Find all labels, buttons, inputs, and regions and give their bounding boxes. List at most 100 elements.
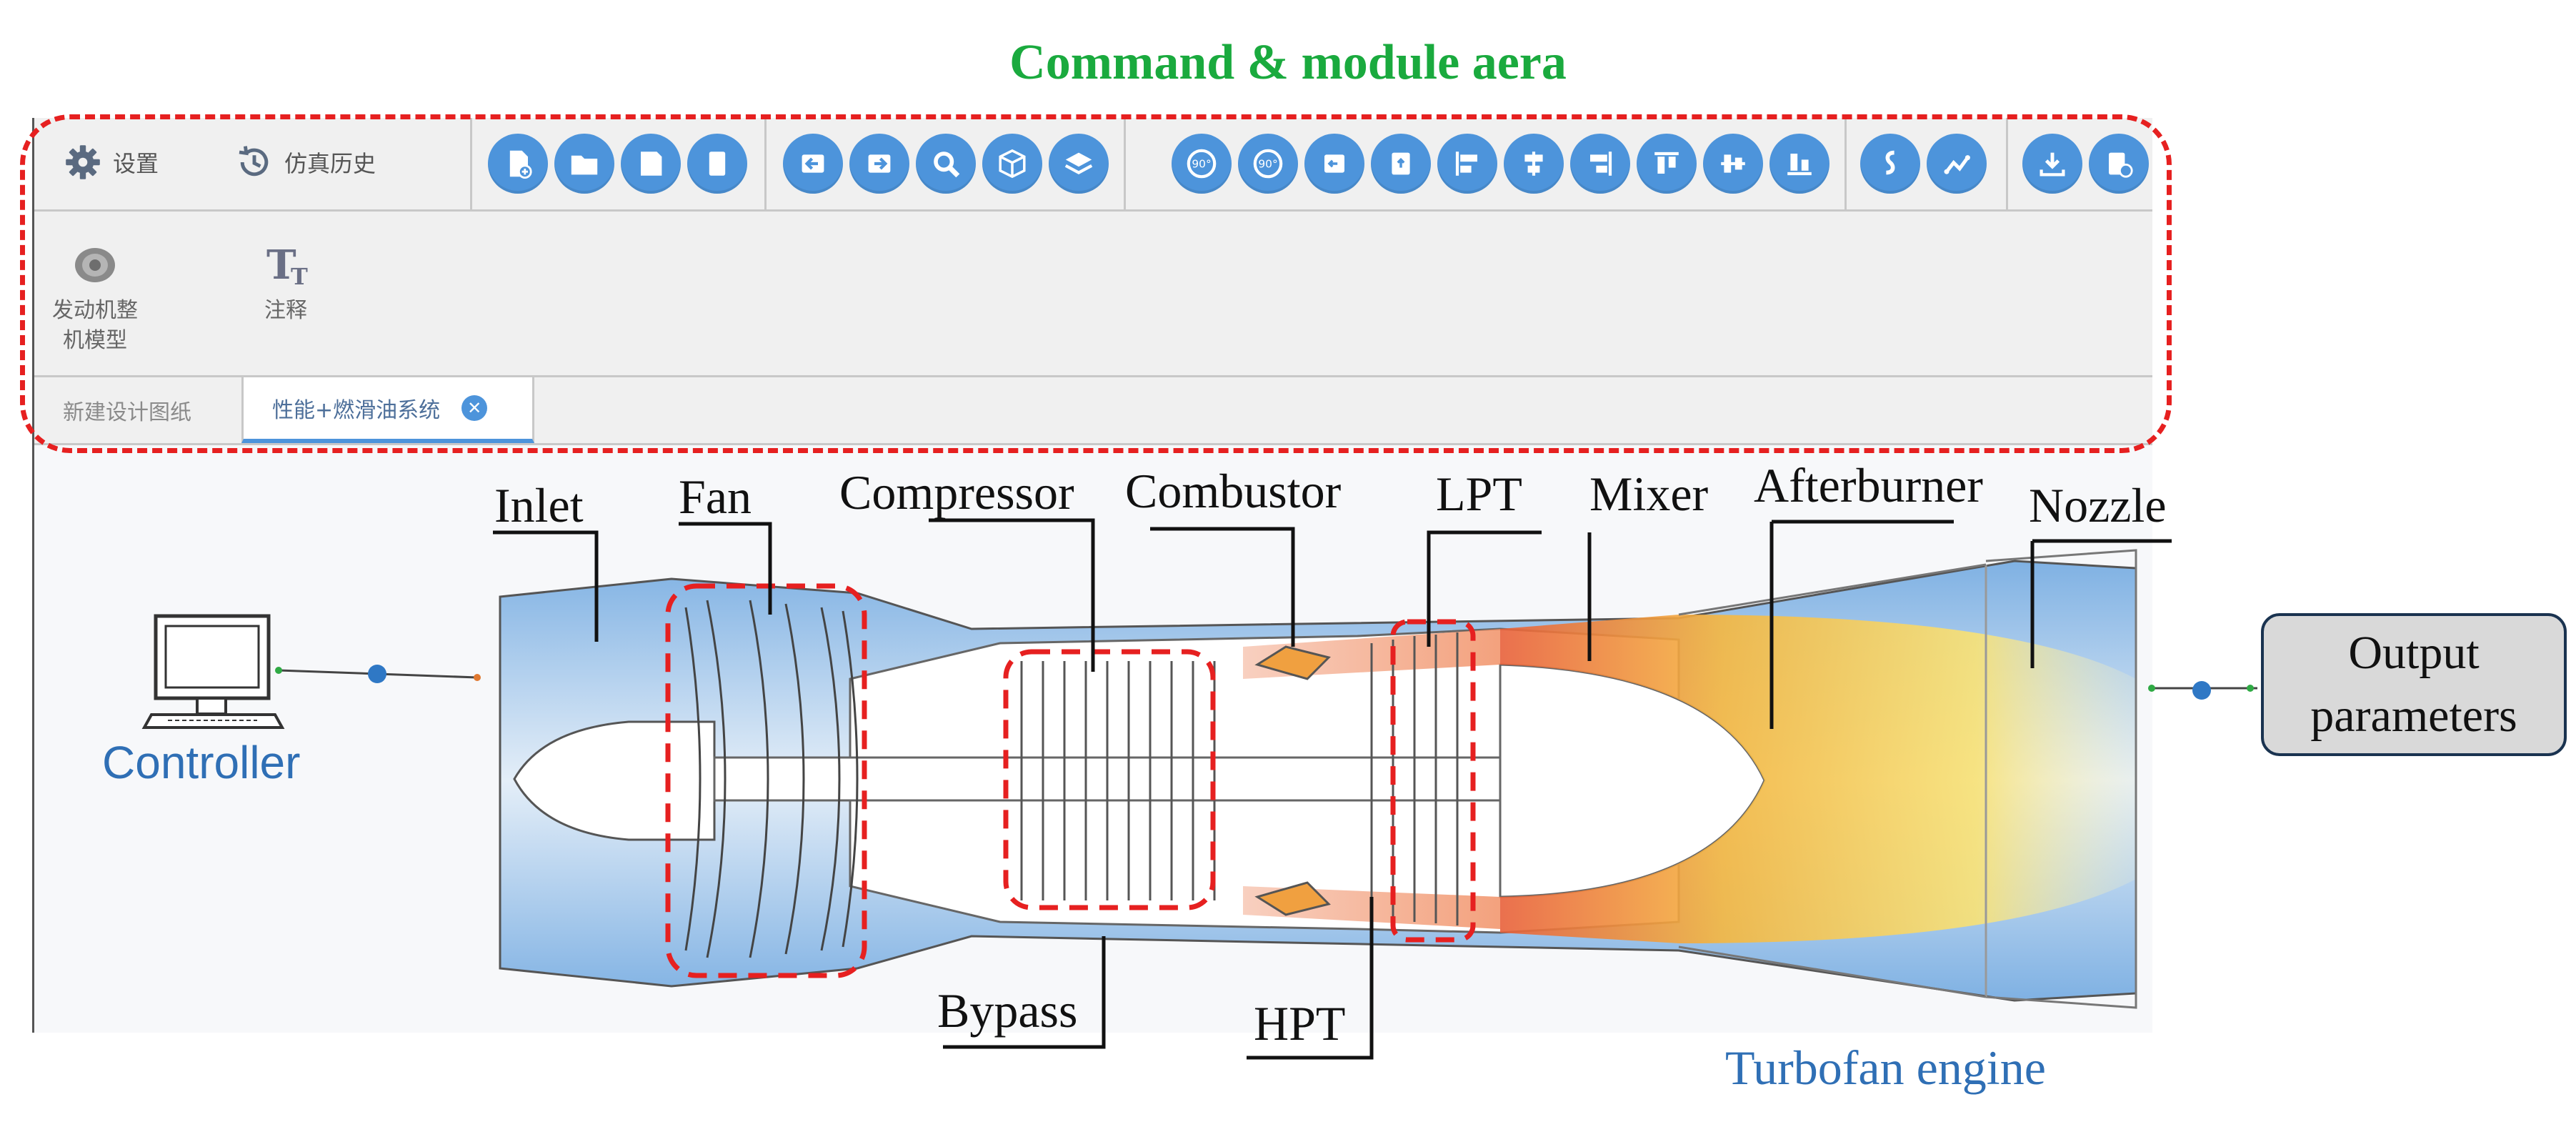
output-connector[interactable] — [2148, 681, 2257, 700]
svg-text:T: T — [266, 242, 296, 289]
download-button[interactable] — [2022, 134, 2082, 194]
arrow-right-icon — [868, 154, 891, 173]
arrow-left-icon — [802, 154, 824, 173]
leader-lines — [493, 518, 2172, 1060]
svg-text:90°: 90° — [1258, 158, 1277, 171]
align-top-icon — [1654, 152, 1679, 174]
lpt-label: LPT — [1436, 467, 1522, 521]
align-left-icon — [1455, 152, 1477, 176]
annotation-module[interactable]: T T 注释 — [229, 240, 343, 326]
download-icon — [2040, 152, 2065, 177]
rotate-cw-90-icon: 90° — [1253, 149, 1283, 179]
tab-label: 新建设计图纸 — [63, 400, 191, 425]
settings-label: 设置 — [113, 150, 159, 177]
engine-label: Turbofan engine — [1725, 1041, 2046, 1095]
connect-button[interactable] — [1927, 134, 1987, 194]
history-label: 仿真历史 — [284, 150, 376, 177]
copy-button[interactable] — [687, 134, 747, 194]
hpt-label: HPT — [1254, 996, 1346, 1051]
layers-button[interactable] — [1049, 134, 1109, 194]
turbine-blades — [1370, 632, 1459, 925]
toolbar-separator — [2006, 118, 2008, 209]
zoom-search-button[interactable] — [916, 134, 976, 194]
svg-text:90°: 90° — [1192, 158, 1211, 171]
toolbar-separator — [470, 118, 472, 209]
module-label: 机模型 — [63, 328, 127, 353]
next-button[interactable] — [849, 134, 909, 194]
controller-connector[interactable] — [275, 665, 481, 683]
command-module-highlight — [20, 114, 2172, 453]
layers-icon — [1064, 152, 1093, 174]
nozzle-section — [1678, 549, 2137, 1009]
combustor-label: Combustor — [1125, 464, 1342, 518]
tab-performance-system[interactable]: 性能+燃滑油系统 ✕ — [241, 377, 534, 443]
flip-horizontal-button[interactable] — [1304, 134, 1364, 194]
align-left-button[interactable] — [1437, 134, 1497, 194]
link-button[interactable] — [1860, 134, 1920, 194]
nozzle-label: Nozzle — [2029, 478, 2167, 532]
fan-label: Fan — [679, 470, 752, 524]
open-folder-button[interactable] — [554, 134, 614, 194]
toolbar-separator — [1844, 118, 1847, 209]
search-icon — [934, 152, 960, 178]
align-right-button[interactable] — [1570, 134, 1630, 194]
align-right-icon — [1590, 152, 1612, 176]
align-middle-icon — [1721, 154, 1745, 173]
mixer-label: Mixer — [1589, 467, 1709, 521]
tab-new-design[interactable]: 新建设计图纸 — [34, 377, 220, 443]
fan-blades — [684, 600, 859, 958]
connect-icon — [1944, 155, 1970, 174]
toolbar-separator — [764, 118, 767, 209]
rotate-ccw-90-icon: 90° — [1187, 149, 1217, 179]
bypass-label: Bypass — [937, 983, 1078, 1038]
export-image-icon — [2109, 152, 2133, 178]
flip-vertical-button[interactable] — [1371, 134, 1431, 194]
module-panel: 发动机整 机模型 T T 注释 — [34, 212, 2152, 377]
tab-label: 性能+燃滑油系统 — [272, 398, 441, 423]
controller-label: Controller — [102, 737, 301, 788]
computer-icon — [141, 614, 285, 729]
settings-button[interactable]: 设置 — [63, 141, 159, 184]
compressor-label: Compressor — [839, 465, 1074, 520]
rotate-cw-button[interactable]: 90° — [1238, 134, 1298, 194]
output-parameters-node[interactable]: Output parameters — [2261, 613, 2567, 756]
svg-text:T: T — [291, 263, 308, 289]
link-icon — [1885, 150, 1895, 175]
flip-left-icon — [1324, 154, 1344, 173]
align-bottom-icon — [1787, 154, 1812, 176]
open-folder-icon — [571, 155, 598, 175]
align-middle-button[interactable] — [1703, 134, 1763, 194]
module-label: 注释 — [264, 298, 307, 323]
document-tabs: 新建设计图纸 性能+燃滑油系统 ✕ — [34, 377, 2152, 445]
flip-up-icon — [1392, 152, 1410, 175]
output-label: parameters — [2310, 690, 2517, 742]
history-icon — [239, 146, 269, 177]
figure-title: Command & module aera — [1009, 35, 1567, 90]
new-file-button[interactable] — [488, 134, 548, 194]
text-annotation-icon: T T — [266, 242, 308, 289]
3d-view-button[interactable] — [982, 134, 1042, 194]
simulation-history-button[interactable]: 仿真历史 — [234, 141, 376, 184]
engine-model-module[interactable]: 发动机整 机模型 — [38, 240, 152, 356]
align-top-button[interactable] — [1637, 134, 1697, 194]
save-icon — [641, 152, 662, 176]
previous-button[interactable] — [783, 134, 843, 194]
module-label: 发动机整 — [52, 298, 138, 323]
cube-icon — [999, 149, 1026, 179]
copy-icon — [709, 152, 726, 176]
inlet-label: Inlet — [494, 478, 584, 532]
rotate-ccw-button[interactable]: 90° — [1172, 134, 1232, 194]
new-file-icon — [509, 150, 532, 179]
align-center-icon — [1524, 152, 1543, 176]
component-highlights — [665, 583, 1476, 978]
toolbar-separator — [1124, 118, 1126, 209]
close-icon[interactable]: ✕ — [461, 395, 488, 421]
engine-module-icon — [75, 248, 115, 282]
save-button[interactable] — [621, 134, 681, 194]
output-label: Output — [2348, 627, 2480, 679]
align-center-button[interactable] — [1504, 134, 1564, 194]
afterburner-label: Afterburner — [1754, 458, 1983, 512]
align-bottom-button[interactable] — [1769, 134, 1829, 194]
gear-icon — [66, 145, 100, 179]
